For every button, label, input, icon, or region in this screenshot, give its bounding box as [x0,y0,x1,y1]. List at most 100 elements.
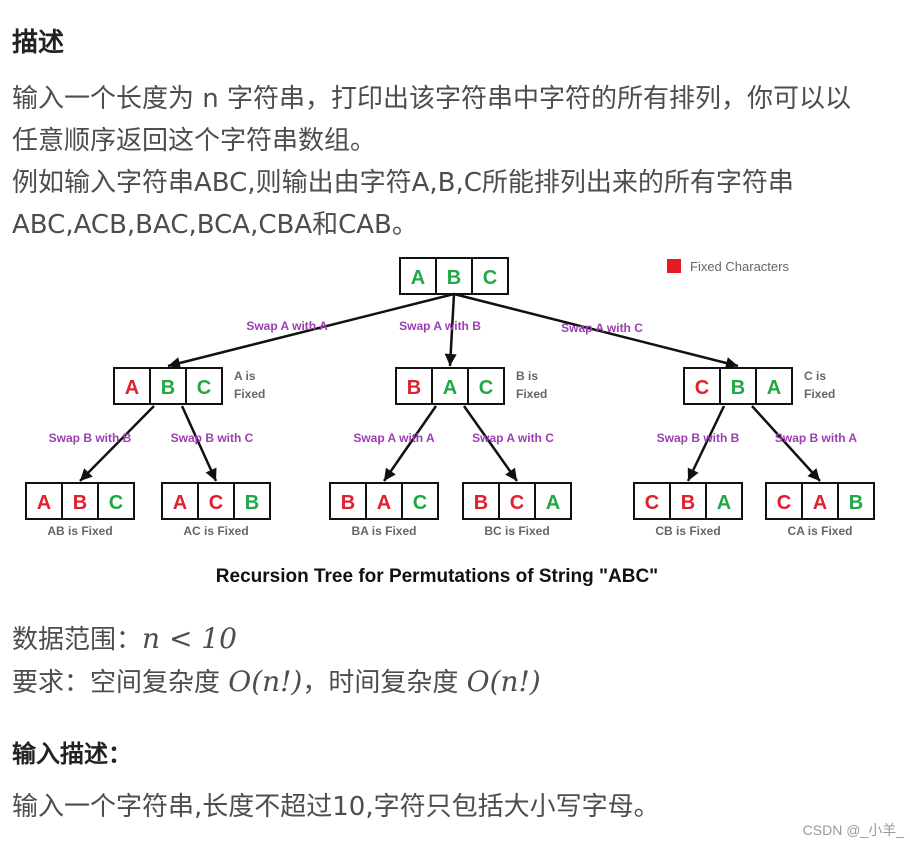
description-heading: 描述 [12,28,65,58]
level2-edge-line [180,405,218,482]
legend-swatch [667,259,681,273]
level2-node-cell [765,482,803,520]
input-description-text: 输入一个字符串,长度不超过10,字符只包括大小写字母。 [12,792,660,822]
level1-node-char: C [479,377,493,399]
level1-edge-line [448,293,456,367]
level1-edge-line [167,292,455,368]
level2-node-char: B [73,492,87,514]
level2-node-char: A [813,492,827,514]
level2-node-char: C [777,492,791,514]
root-node-cell [399,257,437,295]
level1-node-char: C [695,377,709,399]
level2-edge-label: Swap B with C [171,431,254,445]
level2-note: CA is Fixed [788,524,853,538]
level2-note: BA is Fixed [352,524,417,538]
level2-node-cell [161,482,199,520]
level1-note: Fixed [516,387,547,401]
level2-edge-label: Swap B with A [775,431,858,445]
level2-node-cell [705,482,743,520]
level2-note: BC is Fixed [484,524,549,538]
level2-edge-head [687,467,699,481]
level2-edge-line [751,405,821,482]
description-line-1: 输入一个长度为 n 字符串，打印出该字符串中字符的所有排列，你可以以 [12,84,852,114]
level2-node-char: B [341,492,355,514]
level2-node-char: C [109,492,123,514]
level2-node-cell [197,482,235,520]
level1-node-cell [185,367,223,405]
level2-note: AB is Fixed [47,524,112,538]
level2-node-char: A [546,492,560,514]
level1-edge-label: Swap A with C [561,321,643,335]
level2-node-char: C [510,492,524,514]
level2-edge-label: Swap B with B [657,431,740,445]
level2-node-char: C [209,492,223,514]
level1-edge-head [724,357,738,369]
root-node-cell [471,257,509,295]
level2-node-char: A [37,492,51,514]
level1-node-cell [719,367,757,405]
level1-note: A is [234,369,256,383]
level2-node-cell [401,482,439,520]
space-complexity: O(n!) [228,665,303,698]
level1-node-char: B [731,377,745,399]
requirement-label: 要求：空间复杂度 [12,668,229,698]
level2-edge-line [382,405,438,482]
watermark: CSDN @_小羊_ [802,822,904,838]
input-description-heading: 输入描述： [12,740,132,768]
level2-node-char: A [717,492,731,514]
level2-node-cell [462,482,500,520]
level1-node-cell [149,367,187,405]
level2-edge-head [505,467,517,481]
level2-edge-line [686,405,726,482]
root-node-char: C [483,267,497,289]
level2-note: AC is Fixed [183,524,248,538]
legend-label: Fixed Characters [690,259,789,274]
root-node-char: B [447,267,461,289]
description-line-2: 任意顺序返回这个字符串数组。 [12,126,377,156]
level1-note: Fixed [234,387,265,401]
level2-edge-head [807,468,820,481]
level1-edge-label: Swap A with A [246,319,328,333]
level2-node-cell [97,482,135,520]
time-complexity: O(n!) [466,665,541,698]
level2-edge-head [384,467,396,481]
range-line: 数据范围：n < 10 [12,618,541,661]
range-expression: n < 10 [142,622,237,655]
level1-note: C is [804,369,826,383]
level1-edge-label: Swap A with B [399,319,481,333]
level2-node-cell [329,482,367,520]
root-node-char: A [411,267,425,289]
requirement-mid: ，时间复杂度 [302,668,467,698]
level1-node-char: C [197,377,211,399]
description-line-3: 例如输入字符串ABC,则输出由字符A,B,C所能排列出来的所有字符串 [12,168,794,198]
level2-edge-label: Swap A with A [353,431,435,445]
level1-node-char: A [443,377,457,399]
level2-node-char: C [413,492,427,514]
level2-edge-label: Swap B with B [49,431,132,445]
level2-node-char: B [681,492,695,514]
level1-node-cell [395,367,433,405]
level2-node-char: C [645,492,659,514]
level2-edge-line [79,405,155,482]
level1-note: B is [516,369,538,383]
description-line-4: ABC,ACB,BAC,BCA,CBA和CAB。 [12,210,418,240]
level1-note: Fixed [804,387,835,401]
level1-node-cell [755,367,793,405]
level2-edge-line [462,405,519,482]
requirement-line: 要求：空间复杂度 O(n!)，时间复杂度 O(n!) [12,661,541,704]
constraints: 数据范围：n < 10 要求：空间复杂度 O(n!)，时间复杂度 O(n!) [12,618,541,704]
level1-edge-line [453,292,739,368]
level1-node-char: B [407,377,421,399]
level2-node-cell [233,482,271,520]
level1-node-cell [467,367,505,405]
level2-node-char: A [173,492,187,514]
level2-node-cell [534,482,572,520]
description-text: 输入一个长度为 n 字符串，打印出该字符串中字符的所有排列，你可以以 任意顺序返… [12,78,851,246]
level2-edge-head [80,468,93,481]
level1-node-char: A [767,377,781,399]
level1-edge-head [168,357,182,369]
level1-node-char: A [125,377,139,399]
level2-node-cell [837,482,875,520]
